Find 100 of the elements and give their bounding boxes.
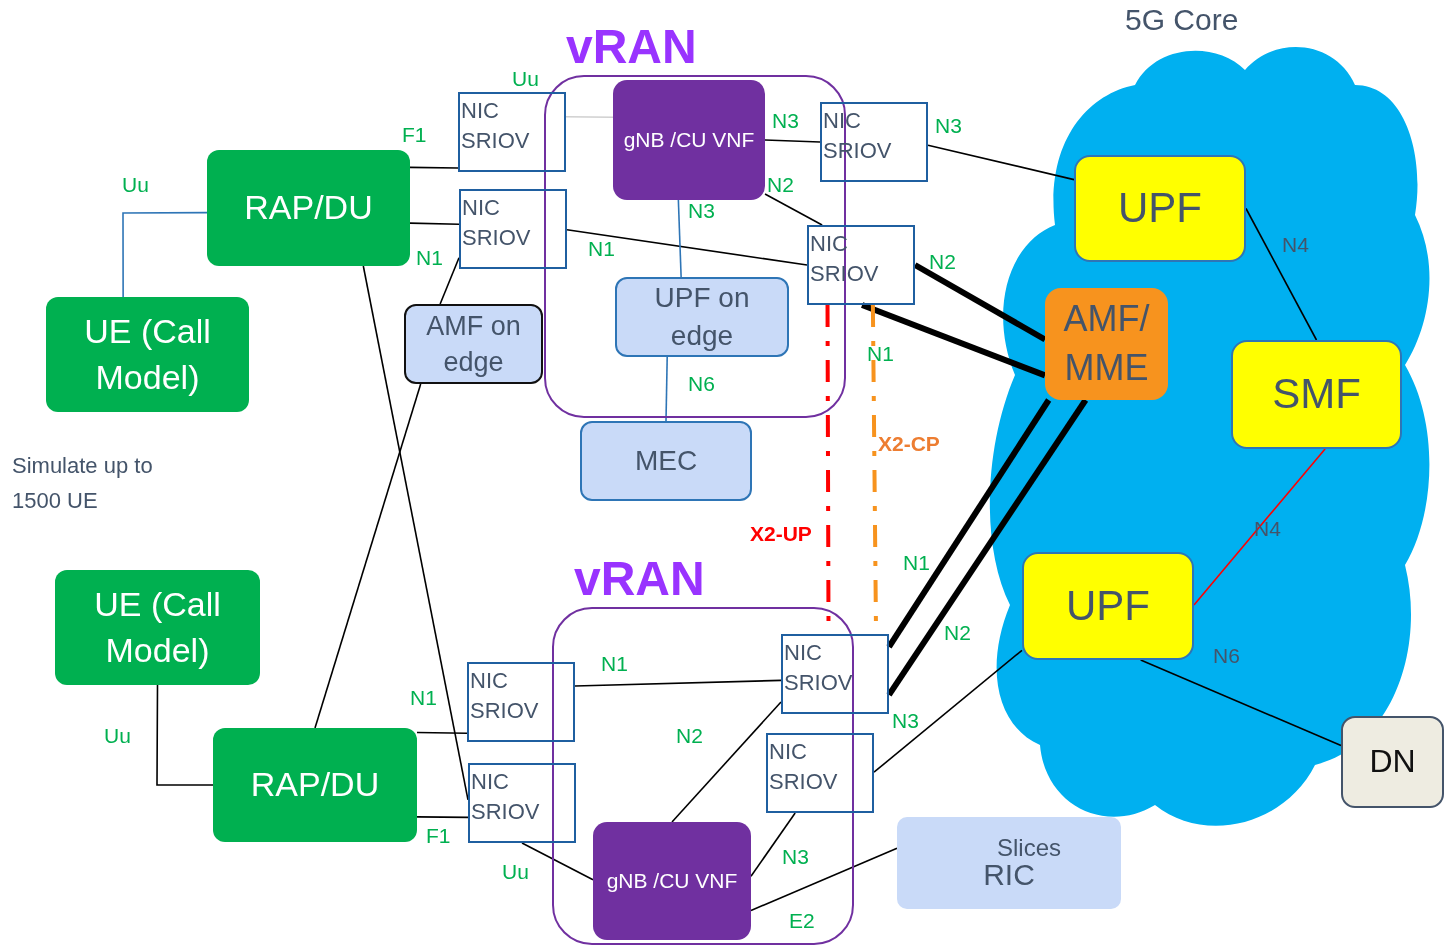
connector-line — [750, 812, 796, 878]
edge-label: F1 — [426, 825, 451, 846]
connector-line — [521, 842, 594, 881]
edge-label: Uu — [502, 861, 529, 882]
function-box — [1074, 155, 1246, 262]
interface-box — [459, 189, 567, 269]
edge-label: N3 — [688, 200, 715, 221]
function-box — [615, 277, 789, 357]
connector-line — [861, 302, 1047, 379]
network-box — [1341, 716, 1444, 808]
node-label: NIC SRIOV — [784, 639, 854, 697]
node-label: NIC SRIOV — [462, 194, 532, 252]
node-label: UE (Call Model) — [93, 583, 222, 671]
process-box — [213, 728, 417, 842]
edge-label: Uu — [512, 68, 539, 89]
node-label: SMF — [1272, 369, 1361, 420]
edge-label: N6 — [1213, 645, 1240, 666]
connector-line — [886, 398, 1089, 697]
connector-line — [886, 398, 1052, 649]
connector-line — [416, 731, 468, 734]
edge-label: F1 — [402, 124, 427, 145]
edge-label: N4 — [1282, 234, 1309, 255]
function-box — [404, 304, 543, 384]
connector-line — [574, 679, 782, 687]
interface-box — [458, 92, 566, 172]
function-box — [1231, 340, 1402, 449]
process-box — [207, 150, 410, 266]
edge-label: X2-CP — [878, 433, 940, 454]
edge-label: E2 — [789, 910, 815, 931]
node-label: UPF on edge — [653, 281, 751, 353]
group-heading: 5G Core — [1125, 5, 1239, 35]
connector-line — [1245, 207, 1318, 341]
connector-line — [439, 257, 460, 305]
edge-label: N4 — [1254, 518, 1281, 539]
group-heading: vRAN — [566, 23, 697, 71]
connector-line — [764, 193, 823, 226]
edge-label: N1 — [601, 653, 628, 674]
connector-line — [671, 701, 782, 823]
node-label: gNB /CU VNF — [606, 867, 738, 894]
edge-label: N3 — [892, 710, 919, 731]
edge-label: Uu — [122, 174, 149, 195]
connector-line — [122, 211, 208, 298]
edge-label: N1 — [588, 238, 615, 259]
node-label: AMF/ MME — [1062, 297, 1151, 390]
connector-line — [764, 139, 821, 143]
connector-line — [1139, 659, 1342, 747]
node-label: NIC SRIOV — [461, 97, 531, 155]
connector-line — [677, 199, 682, 278]
controller-box — [897, 817, 1121, 909]
connector-line — [873, 649, 1023, 773]
edge-label: N1 — [903, 552, 930, 573]
group-heading: vRAN — [574, 555, 705, 603]
node-label: UPF — [1118, 183, 1202, 234]
connector-line — [409, 222, 460, 225]
connector-line — [566, 229, 808, 266]
interface-box — [467, 662, 575, 742]
interface-box — [468, 763, 576, 843]
function-box — [580, 421, 752, 501]
connector-line — [156, 684, 214, 786]
node-label: gNB /CU VNF — [623, 126, 755, 153]
edge-label: N2 — [944, 622, 971, 643]
edge-label: N1 — [416, 247, 443, 268]
edge-label: X2-UP — [750, 523, 812, 544]
connector-line — [314, 383, 422, 729]
node-label: RAP/DU — [244, 187, 373, 229]
edge-label: N2 — [929, 251, 956, 272]
function-box — [1045, 288, 1168, 400]
connector-line — [750, 847, 898, 912]
node-label: NIC SRIOV — [769, 738, 839, 796]
interface-box — [781, 634, 889, 714]
edge-label: N1 — [410, 687, 437, 708]
edge-label: N2 — [676, 725, 703, 746]
node-label: NIC SRIOV — [470, 667, 540, 725]
connector-line — [362, 265, 469, 801]
connector-line — [409, 166, 459, 169]
interface-box — [766, 733, 874, 813]
node-label: RAP/DU — [250, 764, 380, 806]
node-label: AMF on edge — [425, 309, 522, 379]
edge-label: N3 — [772, 110, 799, 131]
connector-line — [565, 116, 614, 118]
connector-line — [665, 356, 668, 422]
node-label: Slices — [997, 836, 1061, 860]
function-box — [613, 80, 765, 200]
process-box — [46, 297, 249, 412]
process-box — [55, 570, 260, 685]
connector-line — [927, 144, 1075, 181]
edge-label: N3 — [935, 115, 962, 136]
node-label: NIC SRIOV — [471, 768, 541, 826]
edge-label: Uu — [104, 725, 131, 746]
connector-line — [1193, 448, 1326, 606]
node-label: RIC — [983, 860, 1035, 890]
note-text: Simulate up to 1500 UE — [12, 452, 154, 516]
connector-line — [913, 262, 1047, 343]
connector-line — [416, 816, 469, 819]
node-label: MEC — [634, 444, 698, 479]
edge-label: N1 — [867, 343, 894, 364]
edge-label: N3 — [782, 846, 809, 867]
function-box — [1022, 552, 1194, 660]
edge-label: N2 — [767, 174, 794, 195]
node-label: UPF — [1066, 580, 1150, 631]
